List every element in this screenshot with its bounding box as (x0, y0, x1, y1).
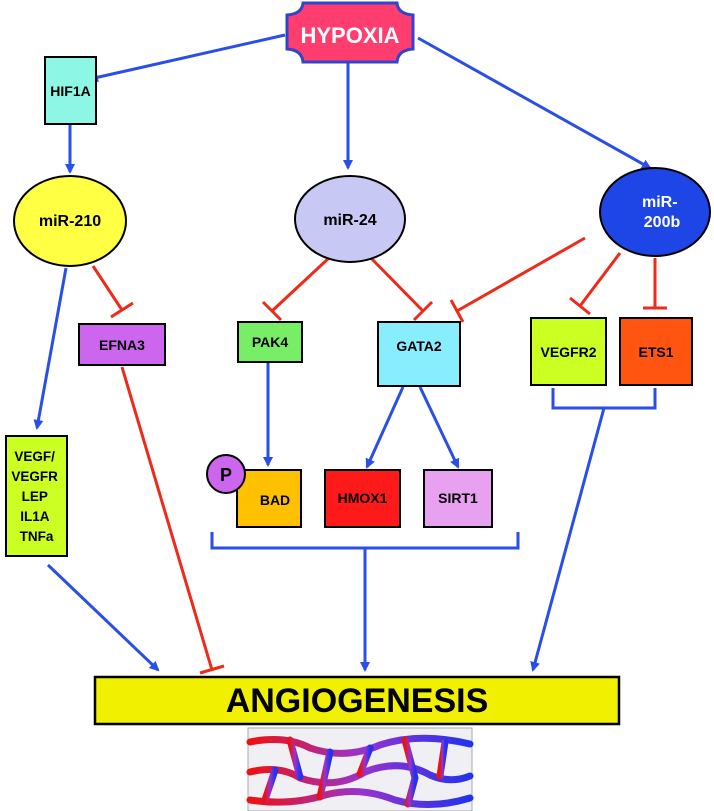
inhibit-efna3-angiogenesis (120, 366, 214, 671)
vessel-network-lines (246, 734, 474, 809)
efna3-node: EFNA3 (78, 323, 166, 366)
inhibit-mir200b-gata2 (456, 236, 586, 313)
bad-box (236, 469, 302, 528)
inhibit-mir210-efna3-bar (110, 301, 134, 319)
bracket-bad-hmox1-sirt1 (210, 532, 520, 550)
inhibit-mir24-pak4 (270, 255, 332, 313)
ets1-node: ETS1 (619, 317, 693, 386)
inhibit-mir210-efna3 (91, 265, 124, 311)
inhibition-edges (91, 236, 667, 675)
mir200b-line-1: miR- (642, 194, 678, 211)
vegfr2-box (530, 317, 607, 386)
gata2-label: GATA2 (396, 338, 442, 354)
edge-vegf-angiogenesis (46, 563, 160, 672)
vegf-group-label: VEGF/ VEGFR LEP IL1A TNFa (11, 449, 61, 544)
vegf-group-line-2: VEGFR (11, 469, 58, 484)
vegfr2-node: VEGFR2 (530, 317, 607, 386)
sirt1-box (423, 469, 493, 528)
edge-hypoxia-mir200b (417, 36, 652, 170)
mir24-label: miR-24 (323, 212, 376, 229)
edge-gata2-sirt1 (418, 386, 460, 469)
inhibit-mir24-gata2 (368, 255, 425, 313)
pak4-box (237, 321, 303, 363)
edge-gata2-hmox1 (365, 386, 405, 469)
mir210-node: miR-210 (13, 175, 127, 267)
mir24-node: miR-24 (294, 175, 406, 263)
hmox1-label: HMOX1 (338, 490, 388, 506)
ets1-box (619, 317, 693, 386)
hypoxia-shape (285, 1, 415, 64)
edge-mir210-vegf (33, 267, 68, 430)
mir200b-node: miR- 200b (599, 167, 711, 257)
vessel-network-image (246, 727, 474, 811)
inhibit-mir24-gata2-bar (412, 300, 434, 322)
inhibit-efna3-angiogenesis-bar (199, 664, 225, 675)
bad-label: BAD (260, 492, 290, 508)
angiogenesis-node: ANGIOGENESIS (93, 675, 621, 726)
hif1a-node: HIF1A (44, 56, 97, 125)
mir210-ellipse (13, 175, 127, 267)
hmox1-box (324, 469, 401, 528)
hmox1-node: HMOX1 (324, 469, 401, 528)
phospho-badge-label: P (220, 465, 232, 485)
mir200b-line-2: 200b (644, 214, 681, 231)
vegf-group-line-1: VEGF/ (14, 449, 55, 464)
vegf-group-line-3: LEP (22, 489, 48, 504)
vegf-group-line-4: IL1A (20, 509, 50, 524)
edge-bracket-right-angiogenesis (530, 407, 606, 672)
bracket-vegfr2-ets1 (551, 388, 657, 410)
phospho-badge (206, 454, 246, 494)
efna3-label: EFNA3 (99, 337, 145, 353)
gata2-node: GATA2 (377, 321, 461, 387)
vegf-group-box (5, 435, 68, 557)
inhibit-mir200b-gata2-bar (449, 299, 465, 323)
angiogenesis-box (93, 675, 621, 726)
inhibit-mir24-pak4-bar (261, 300, 283, 322)
gata2-box (377, 321, 461, 387)
inhibit-mir200b-vegfr2-bar (569, 296, 591, 316)
ets1-label: ETS1 (638, 344, 673, 360)
inhibit-mir200b-vegfr2 (578, 252, 622, 307)
bad-node: BAD P (206, 454, 302, 528)
vegfr2-label: VEGFR2 (540, 344, 596, 360)
hif1a-box (44, 56, 97, 125)
hypoxia-node: HYPOXIA (285, 1, 415, 64)
vegf-group-node: VEGF/ VEGFR LEP IL1A TNFa (5, 435, 68, 557)
angiogenesis-label: ANGIOGENESIS (226, 682, 489, 720)
efna3-box (78, 323, 166, 366)
mir200b-ellipse (599, 167, 711, 257)
mir200b-label: miR- 200b (642, 194, 682, 231)
vegf-group-line-5: TNFa (20, 529, 54, 544)
pak4-node: PAK4 (237, 321, 303, 363)
edge-hypoxia-hif1a (88, 33, 286, 83)
sirt1-label: SIRT1 (438, 490, 478, 506)
mir24-ellipse (294, 175, 406, 263)
hypoxia-label: HYPOXIA (300, 23, 399, 48)
activation-edges (33, 33, 657, 672)
mir210-label: miR-210 (39, 213, 101, 230)
pak4-label: PAK4 (252, 334, 289, 350)
hif1a-label: HIF1A (50, 83, 90, 99)
sirt1-node: SIRT1 (423, 469, 493, 528)
